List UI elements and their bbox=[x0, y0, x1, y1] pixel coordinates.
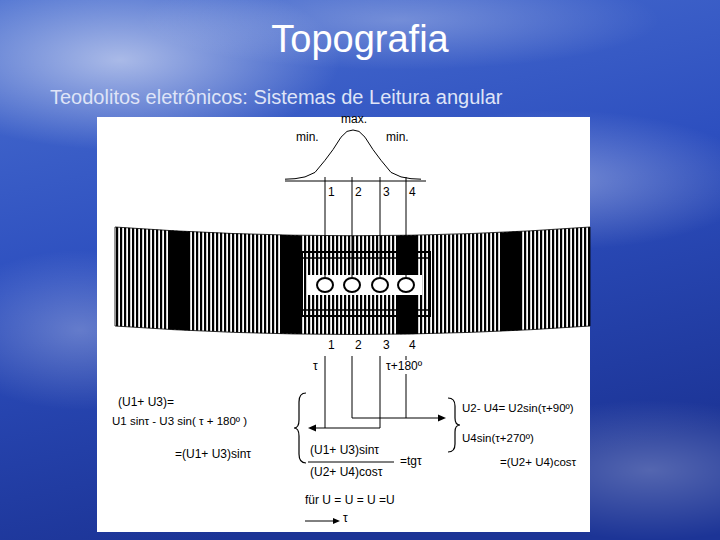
fraction-bar bbox=[308, 462, 394, 463]
diode-number: 3 bbox=[383, 186, 390, 200]
photodiode bbox=[372, 278, 388, 292]
formula-text: =(U1+ U3)sinτ bbox=[175, 448, 251, 462]
intensity-curve bbox=[285, 130, 421, 179]
slide-title: Topografia bbox=[0, 18, 720, 62]
right-brace bbox=[448, 398, 460, 452]
formula-text: =(U2+ U4)cosτ bbox=[500, 456, 576, 469]
formula-text: τ bbox=[343, 512, 348, 526]
formula-text: U1 sinτ - U3 sin( τ + 180º ) bbox=[112, 415, 247, 428]
formula-text: U2- U4= U2sin(τ+90º) bbox=[462, 402, 574, 415]
diode-number: 4 bbox=[409, 186, 416, 200]
scanner-frame bbox=[302, 252, 430, 316]
formula-text: für U = U = U =U bbox=[305, 494, 395, 508]
formula-text: (U1+ U3)sinτ bbox=[310, 444, 379, 458]
slide-subtitle: Teodolitos eletrônicos: Sistemas de Leit… bbox=[50, 86, 502, 109]
formula-text: =tgτ bbox=[400, 455, 422, 469]
axis-line bbox=[285, 181, 426, 182]
scanner-window bbox=[308, 275, 422, 295]
photodiode bbox=[317, 278, 333, 292]
photodiode bbox=[398, 278, 414, 292]
scanner-frame bbox=[302, 257, 430, 259]
curve-label: max. bbox=[341, 113, 367, 127]
diode-number: 1 bbox=[328, 339, 335, 353]
scanner-frame bbox=[302, 309, 430, 311]
signal-line bbox=[314, 356, 440, 428]
arrow-head bbox=[438, 415, 446, 422]
curve-label: min. bbox=[296, 131, 319, 145]
left-brace bbox=[294, 393, 306, 463]
formula-text: (U1+ U3)= bbox=[118, 396, 174, 410]
phase-label: τ+180º bbox=[384, 360, 424, 374]
photodiode bbox=[344, 278, 360, 292]
formula-text: (U2+ U4)cosτ bbox=[310, 466, 382, 480]
diode-number: 2 bbox=[355, 186, 362, 200]
formula-text: U4sin(τ+270º) bbox=[462, 432, 534, 445]
curve-label: min. bbox=[386, 131, 409, 145]
arrow-head bbox=[308, 425, 316, 432]
projection-line bbox=[325, 177, 406, 277]
diode-number: 3 bbox=[383, 339, 390, 353]
diode-number: 2 bbox=[355, 339, 362, 353]
limit-arrow bbox=[305, 521, 334, 522]
phase-label: τ bbox=[313, 360, 318, 374]
diode-number: 4 bbox=[409, 339, 416, 353]
diode-number: 1 bbox=[328, 186, 335, 200]
arrow-head bbox=[333, 518, 340, 524]
